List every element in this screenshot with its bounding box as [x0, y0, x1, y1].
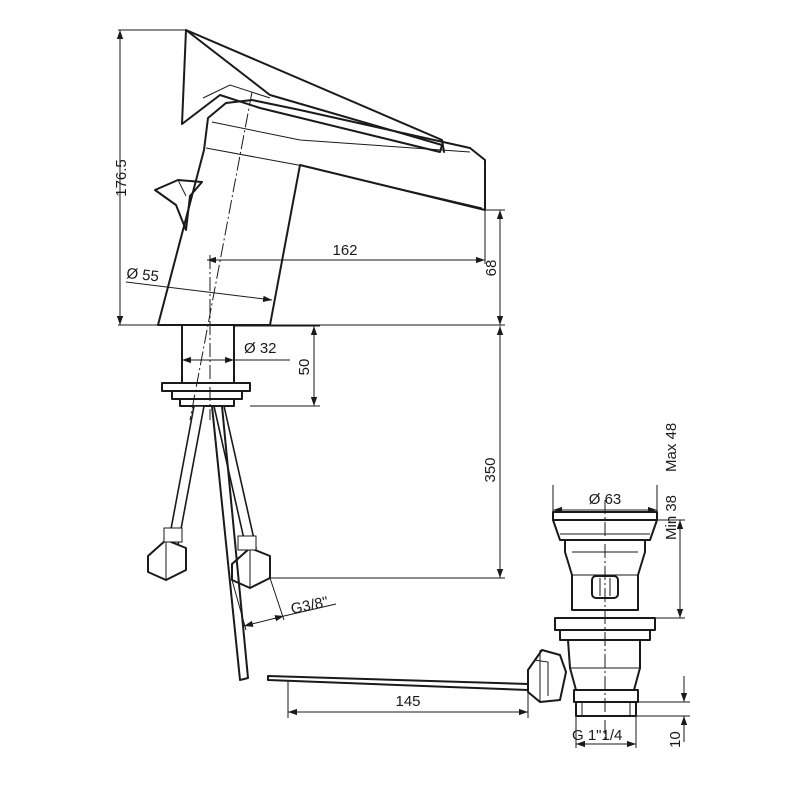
dim-body-diameter: Ø 55: [126, 265, 273, 303]
dim-spout-height-label: 68: [483, 260, 500, 277]
dim-waste-min-label: Min 38: [663, 495, 680, 540]
faucet-shank: [161, 324, 251, 407]
dim-waste-tail: 10: [636, 676, 690, 748]
supply-hoses: [147, 405, 271, 681]
dim-overall-height: 176.5: [113, 29, 186, 326]
dim-spout-reach-label: 162: [332, 242, 357, 259]
dim-hose-length-label: 350: [482, 457, 499, 482]
dim-spout-reach: 162: [207, 210, 486, 264]
faucet-body: [154, 29, 486, 326]
dim-hose-length: 350: [270, 326, 505, 579]
dim-body-diameter-label: Ø 55: [126, 265, 160, 285]
dim-shank-diameter-label: Ø 32: [244, 340, 277, 357]
dim-waste-diameter-label: Ø 63: [589, 491, 622, 508]
dim-rod-length: 145: [287, 680, 529, 718]
dim-waste-diameter: Ø 63: [552, 485, 658, 514]
dim-waste-thread: G 1"1/4: [572, 716, 637, 748]
dim-shank-length-label: 50: [296, 359, 313, 376]
dim-shank-length: 50: [234, 325, 320, 407]
dim-rod-length-label: 145: [395, 693, 420, 710]
dim-waste-tail-label: 10: [667, 731, 684, 748]
dim-shank-diameter: Ø 32: [182, 340, 290, 364]
dim-waste-max-label: Max 48: [663, 423, 680, 472]
dim-spout-height: 68: [483, 209, 505, 325]
dim-waste-range: Min 38 Max 48: [655, 423, 685, 619]
dim-hose-thread-label: G3/8": [289, 593, 330, 617]
waste-assembly: [267, 511, 658, 717]
dim-overall-height-label: 176.5: [113, 159, 130, 197]
dim-waste-thread-label: G 1"1/4: [572, 727, 622, 744]
faucet-centerlines: [189, 91, 253, 421]
